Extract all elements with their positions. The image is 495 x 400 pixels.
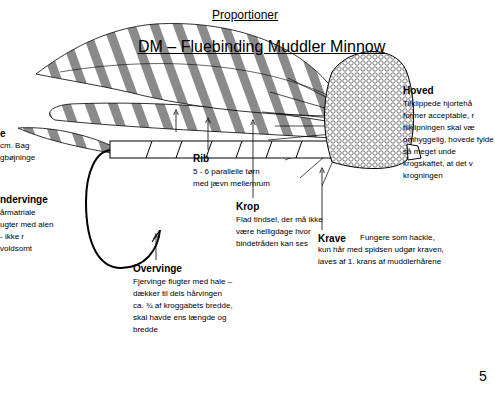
rib-turn bbox=[296, 141, 302, 158]
part-note: cm. Bag gbøjninge bbox=[0, 140, 52, 164]
part-note: Flad tindsel, der må ikke være helligdag… bbox=[236, 214, 328, 250]
leader-arrow bbox=[156, 236, 157, 260]
hair-line bbox=[275, 126, 332, 127]
rib-turn bbox=[176, 141, 182, 158]
part-note: Tilklippede hjortehå former acceptable, … bbox=[403, 98, 494, 182]
collar-hair bbox=[262, 78, 335, 186]
part-note: årmatriale ugter med alen - ikke r volds… bbox=[0, 207, 54, 255]
part-heading: e bbox=[0, 126, 6, 141]
part-note: Fjervinge flugter med hale – dækker til … bbox=[133, 276, 233, 336]
part-heading: Rib bbox=[193, 151, 209, 166]
rib-turn bbox=[236, 141, 242, 158]
diagram-title: DM – Fluebinding Muddler Minnow bbox=[138, 38, 385, 56]
leader-arrows bbox=[156, 112, 322, 260]
rib-turns bbox=[146, 141, 302, 158]
deer-hair-head bbox=[325, 51, 414, 168]
leader-arrow bbox=[176, 112, 177, 132]
part-heading: Hoved bbox=[403, 83, 434, 98]
page-number: 5 bbox=[479, 366, 487, 387]
part-heading: Krave bbox=[318, 231, 346, 246]
wing-quill bbox=[60, 64, 338, 100]
part-note: 5 - 6 parallelle tørn med jævn mellemrum bbox=[193, 166, 271, 190]
part-heading: Overvinge bbox=[133, 261, 182, 276]
hair-line bbox=[270, 92, 332, 110]
hair-line bbox=[262, 112, 332, 118]
page-heading: Proportioner bbox=[212, 6, 278, 24]
rib-turn bbox=[266, 141, 272, 158]
tail-feather bbox=[18, 128, 112, 153]
rib-turn bbox=[146, 141, 152, 158]
over-wing bbox=[36, 24, 338, 116]
part-note: Fungere som hackle, kun hår med spidsen … bbox=[318, 232, 446, 268]
hair-line bbox=[268, 134, 332, 140]
part-heading: ndervinge bbox=[0, 192, 48, 207]
tinsel-body bbox=[110, 141, 334, 158]
leader-arrow bbox=[208, 120, 209, 150]
hook bbox=[86, 150, 160, 268]
part-heading: Krop bbox=[236, 199, 259, 214]
